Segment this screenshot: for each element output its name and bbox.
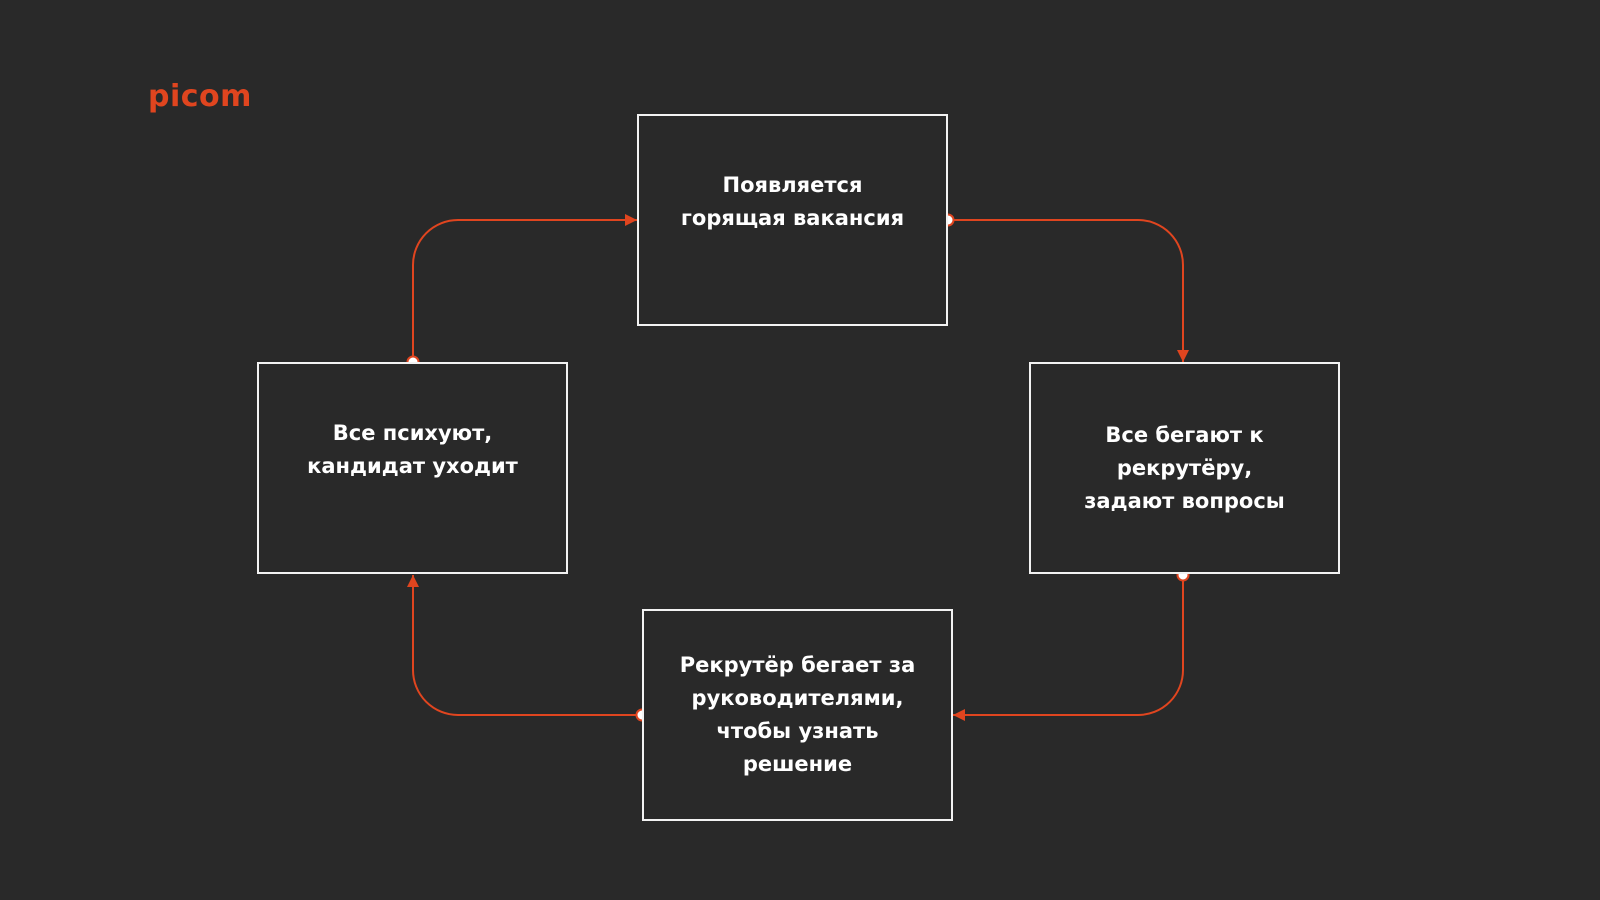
node-hot-vacancy: Появляется горящая вакансия — [637, 114, 948, 326]
edge-1-to-2 — [948, 219, 1189, 362]
edge-4-to-1 — [412, 214, 637, 362]
node-hot-vacancy-label: Появляется горящая вакансия — [680, 173, 905, 230]
node-candidate-leaves-label: Все психуют, кандидат уходит — [307, 421, 518, 478]
node-candidate-leaves: Все психуют, кандидат уходит — [257, 362, 568, 574]
node-recruiter-chases-managers: Рекрутёр бегает за руководителями, чтобы… — [642, 609, 953, 821]
node-everyone-asks-recruiter-label: Все бегают к рекрутёру, задают вопросы — [1084, 422, 1285, 513]
node-everyone-asks-recruiter: Все бегают к рекрутёру, задают вопросы — [1029, 362, 1340, 574]
picom-logo: picom — [148, 79, 252, 114]
edge-3-to-4 — [407, 575, 642, 716]
edge-2-to-3 — [953, 575, 1184, 721]
node-recruiter-chases-managers-label: Рекрутёр бегает за руководителями, чтобы… — [679, 653, 916, 776]
